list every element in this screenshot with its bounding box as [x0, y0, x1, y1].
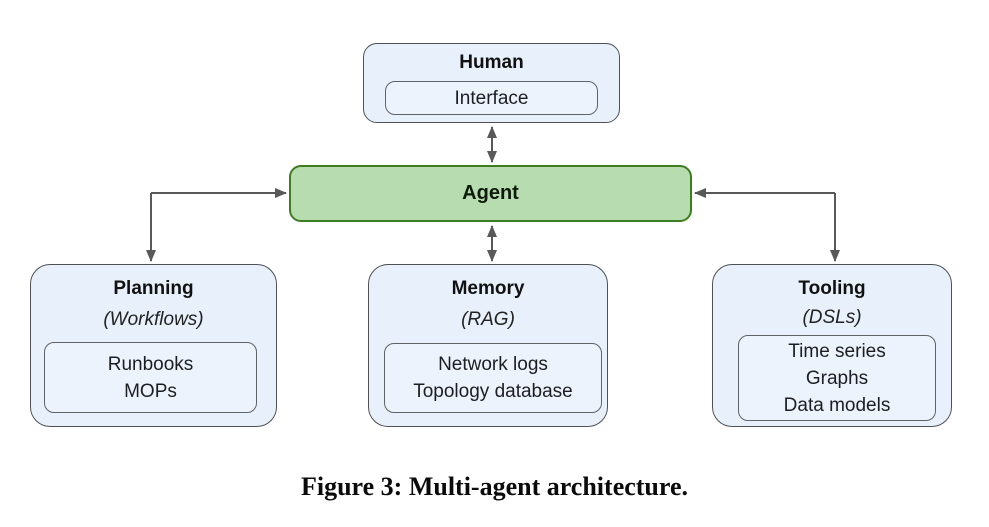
agent-node: Agent	[289, 165, 692, 222]
tooling-node-subtitle: (DSLs)	[802, 307, 862, 328]
tooling-node: Tooling (DSLs) Time series Graphs Data m…	[712, 264, 952, 427]
memory-item: Topology database	[413, 381, 573, 402]
tooling-item: Data models	[783, 394, 891, 416]
human-node-title: Human	[459, 52, 524, 73]
memory-items-subnode: Network logs Topology database	[384, 343, 602, 413]
human-node: Human Interface	[363, 43, 620, 123]
tooling-item: Graphs	[805, 367, 869, 389]
figure-caption: Figure 3: Multi-agent architecture.	[300, 472, 689, 501]
planning-node-subtitle: (Workflows)	[103, 309, 204, 330]
tooling-items-subnode: Time series Graphs Data models	[738, 335, 936, 421]
planning-node-title: Planning	[113, 278, 194, 299]
human-interface-label: Interface	[454, 87, 529, 109]
memory-node-title: Memory	[451, 278, 525, 299]
agent-node-title: Agent	[462, 182, 519, 204]
tooling-node-title: Tooling	[798, 278, 866, 299]
tooling-item: Time series	[788, 340, 886, 362]
planning-node: Planning (Workflows) Runbooks MOPs	[30, 264, 277, 427]
memory-node: Memory (RAG) Network logs Topology datab…	[368, 264, 608, 427]
human-interface-subnode: Interface	[385, 81, 598, 115]
planning-items-subnode: Runbooks MOPs	[44, 342, 257, 413]
memory-item: Network logs	[438, 354, 548, 375]
memory-node-subtitle: (RAG)	[461, 309, 515, 330]
planning-item: Runbooks	[107, 353, 194, 375]
planning-item: MOPs	[124, 380, 177, 402]
